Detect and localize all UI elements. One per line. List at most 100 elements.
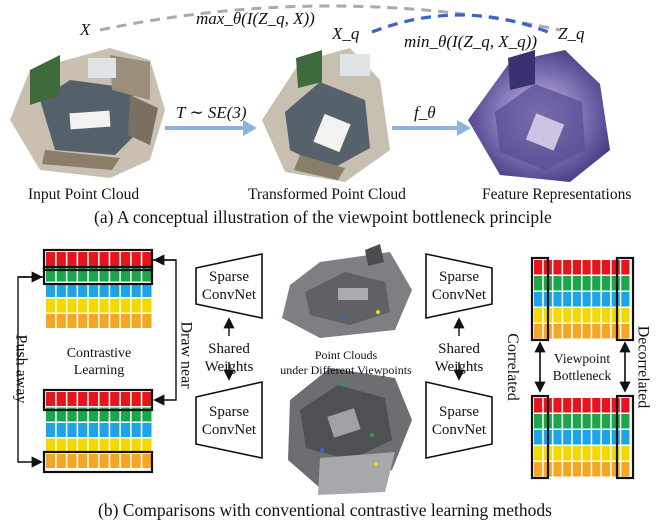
feature-cell [601,260,611,275]
feature-cell [142,392,152,406]
feature-cell [621,462,630,477]
feature-cell [563,446,572,461]
feature-cell [621,292,630,307]
feature-cell [621,414,630,429]
feature-cell [534,308,543,323]
push-away-label: Push away [12,334,30,404]
feature-cell [601,276,611,291]
feature-cell [611,414,620,429]
feature-cell [78,314,88,328]
feature-cell [46,392,56,406]
feature-cell [582,430,591,445]
feature-cell [572,276,581,291]
feature-cell [99,392,109,406]
feature-cell [582,308,591,323]
feature-cell [67,314,77,328]
feature-cell [131,267,141,282]
feature-cell [563,260,572,275]
input-point-cloud-image [10,48,165,178]
feature-cell [46,438,56,453]
feature-cell [582,324,591,339]
feature-cell [592,260,601,275]
input-point-cloud-label: Input Point Cloud [28,186,140,203]
feature-cell [553,276,562,291]
feature-representations-image [468,50,610,182]
sparse-convnet-right-bottom [425,380,493,459]
feature-cell [592,446,601,461]
feature-cell [611,430,620,445]
feature-cell [534,446,543,461]
var-x: X [80,20,91,39]
feature-cell [88,267,98,282]
feature-cell [120,423,131,437]
feature-cell [110,283,120,297]
feature-cell [572,324,581,339]
feature-cell [88,438,98,453]
feature-cell [120,283,131,297]
feature-cell [553,260,562,275]
decorrelated-column-top [615,256,635,342]
feature-cell [110,267,120,282]
feature-cell [563,308,572,323]
feature-cell [592,462,601,477]
feature-cell [88,392,98,406]
feature-cell [99,314,109,328]
feature-cell [67,454,77,468]
feature-cell [99,267,109,282]
feature-cell [592,276,601,291]
feature-cell [46,314,56,328]
decorrelated-label: Decorrelated [634,325,652,409]
feature-cell [110,407,120,422]
feature-cell [110,454,120,468]
feature-cell [563,414,572,429]
feature-cell [572,292,581,307]
feature-cell [534,324,543,339]
feature-representations-label: Feature Representations [482,186,632,203]
contrastive-learning-label: Contrastive Learning [66,346,132,378]
feature-cell [88,454,98,468]
feature-cell [78,423,88,437]
feature-cell [582,398,591,413]
feature-cell [131,298,141,313]
feature-cell [601,292,611,307]
feature-cell [110,298,120,313]
draw-near-bracket [152,259,177,406]
feature-cell [582,292,591,307]
feature-cell [534,462,543,477]
feature-cell [142,283,152,297]
feature-cell [120,252,131,266]
feature-cell [131,252,141,266]
draw-near-label: Draw near [177,321,195,389]
feature-cell [88,407,98,422]
sparse-convnet-left-top [195,253,263,319]
caption-a: (a) A conceptual illustration of the vie… [94,207,552,227]
feature-cell [611,308,620,323]
feature-cell [78,392,88,406]
feature-cell [553,398,562,413]
feature-cell [534,260,543,275]
feature-cell [563,276,572,291]
feature-cell [601,430,611,445]
feature-cell [142,298,152,313]
feature-cell [534,414,543,429]
feature-cell [46,283,56,297]
feature-cell [131,438,141,453]
feature-cell [142,252,152,266]
feature-cell [572,308,581,323]
feature-cell [99,252,109,266]
feature-cell [563,462,572,477]
feature-cell [621,324,630,339]
feature-cell [572,446,581,461]
feature-cell [142,438,152,453]
feature-cell [534,430,543,445]
feature-cell [582,446,591,461]
feature-cell [88,252,98,266]
feature-cell [56,252,66,266]
